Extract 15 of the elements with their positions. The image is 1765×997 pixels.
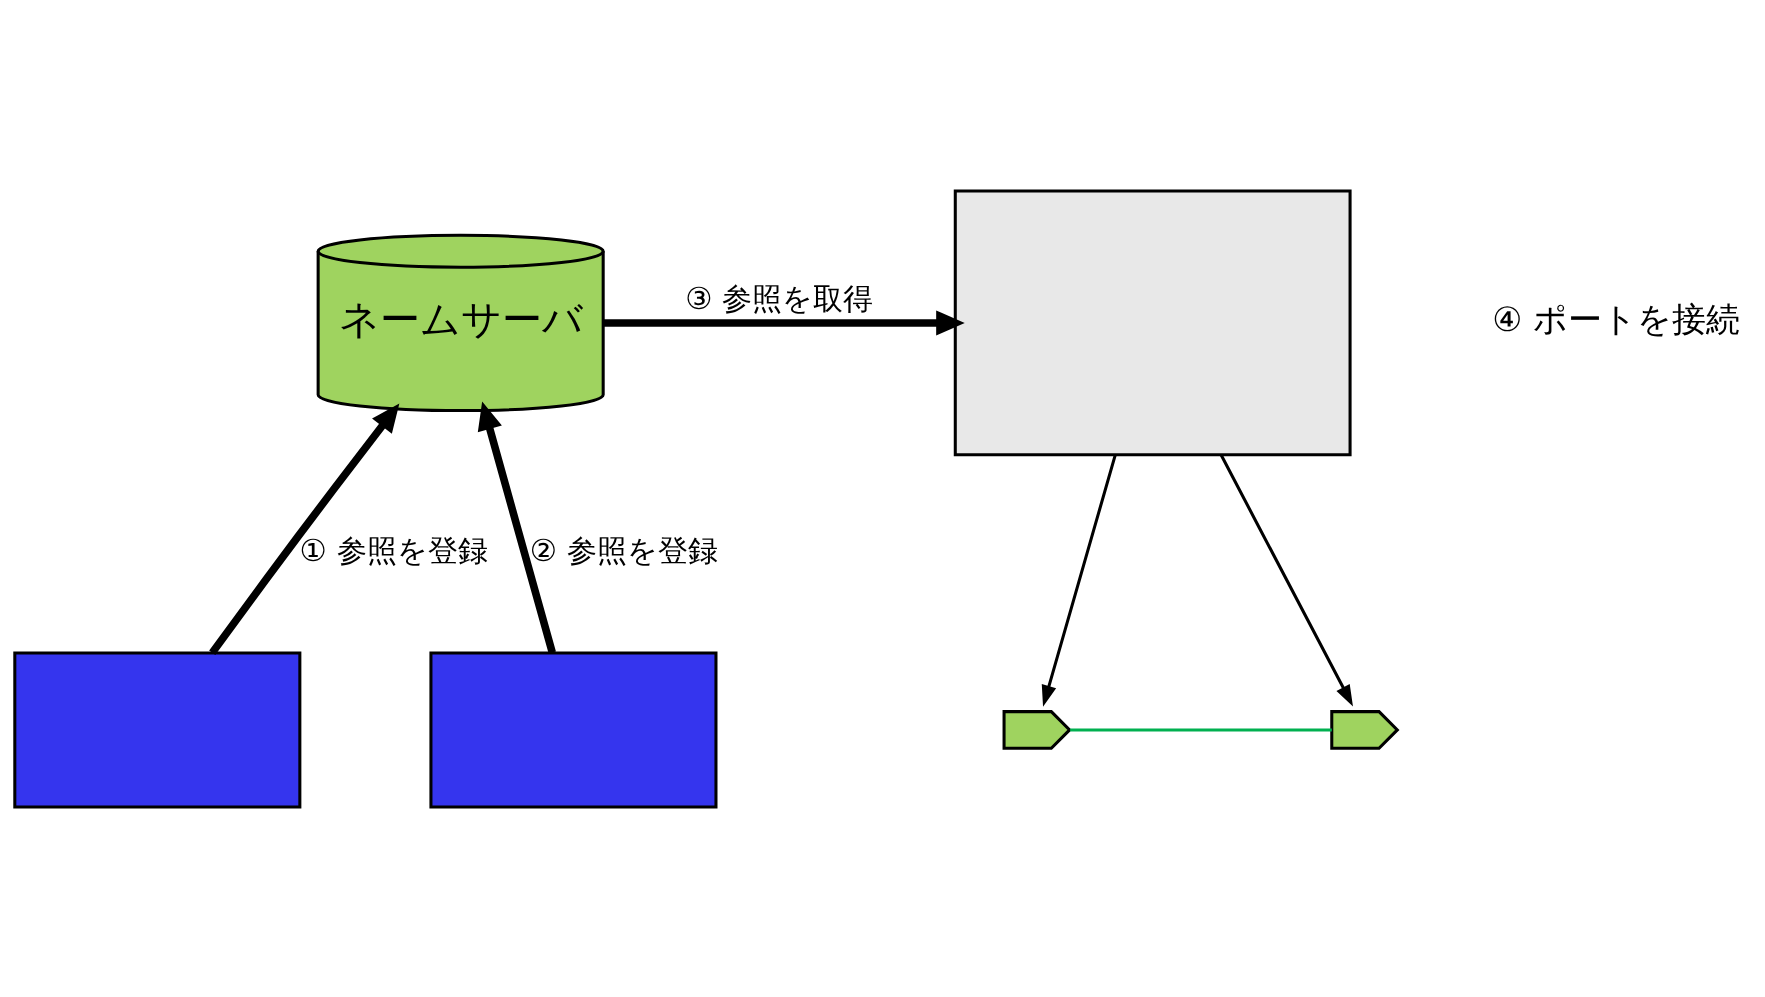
node-pentagon (1002, 709, 1072, 750)
label: ④ ポートを接続 (1492, 299, 1740, 339)
node-box (13, 650, 302, 808)
node-box (953, 189, 1352, 456)
node-box (429, 650, 718, 808)
arrow (477, 400, 556, 654)
edge-label: ② 参照を登録 (529, 533, 718, 568)
edge-label: ③ 参照を取得 (685, 280, 874, 316)
arrow (1219, 453, 1353, 706)
node-chevron (1330, 709, 1400, 750)
arrow (1041, 454, 1117, 707)
connector (1070, 727, 1332, 731)
edge-label: ① 参照を登録 (299, 533, 488, 568)
arrow (603, 309, 965, 335)
arrow (209, 403, 400, 655)
